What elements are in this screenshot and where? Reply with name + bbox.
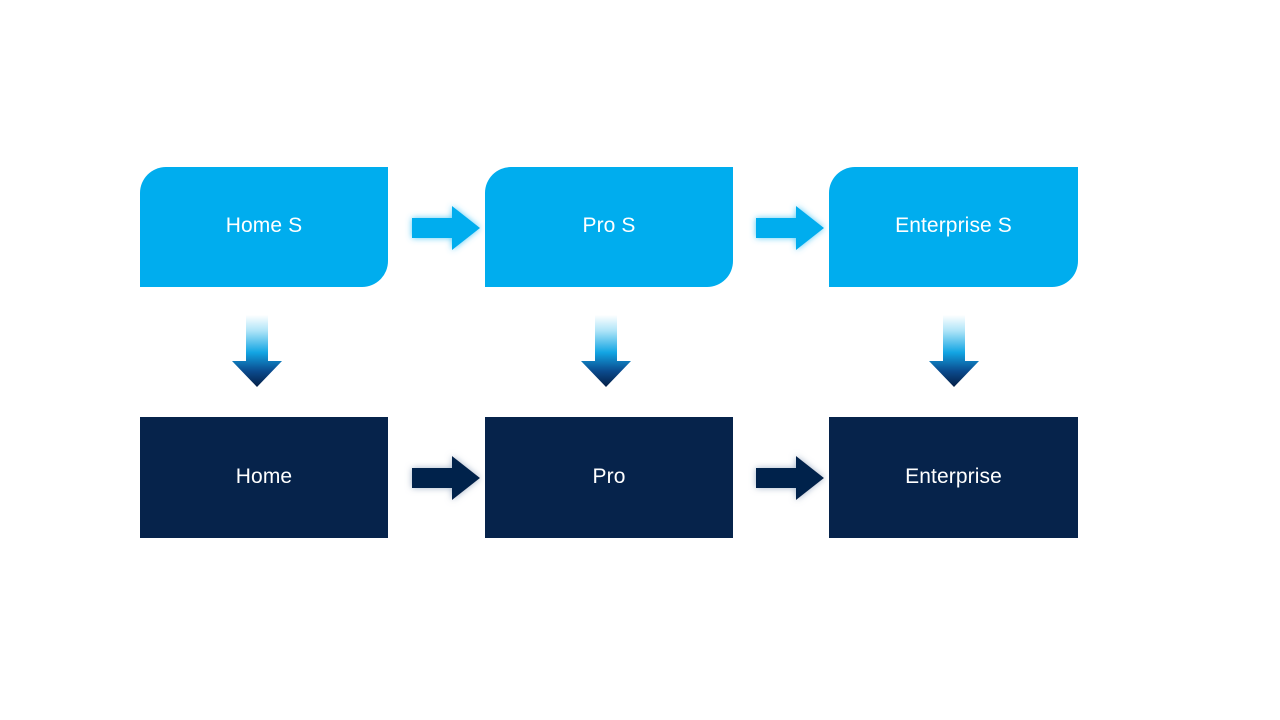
arrow-pro-to-enterprise[interactable]: [752, 453, 828, 503]
node-home-s[interactable]: Home S: [140, 167, 388, 287]
arrow-home-to-pro[interactable]: [408, 453, 484, 503]
arrow-pro-s-to-pro[interactable]: [579, 315, 633, 389]
node-enterprise-s-label: Enterprise S: [895, 214, 1012, 238]
node-home-label: Home: [235, 464, 293, 488]
arrow-home-s-to-home[interactable]: [230, 315, 284, 389]
arrow-enterprise-s-to-enterprise[interactable]: [927, 315, 981, 389]
node-pro[interactable]: Pro: [485, 417, 733, 538]
node-home[interactable]: Home: [140, 417, 388, 538]
node-home-s-label: Home S: [225, 214, 303, 238]
node-pro-s-label: Pro S: [582, 214, 636, 238]
node-pro-label: Pro: [592, 464, 626, 488]
node-enterprise-label: Enterprise: [905, 464, 1002, 488]
node-enterprise-s[interactable]: Enterprise S: [829, 167, 1078, 287]
node-enterprise[interactable]: Enterprise: [829, 417, 1078, 538]
node-pro-s[interactable]: Pro S: [485, 167, 733, 287]
arrow-pro-s-to-enterprise-s[interactable]: [752, 203, 828, 253]
arrow-home-s-to-pro-s[interactable]: [408, 203, 484, 253]
